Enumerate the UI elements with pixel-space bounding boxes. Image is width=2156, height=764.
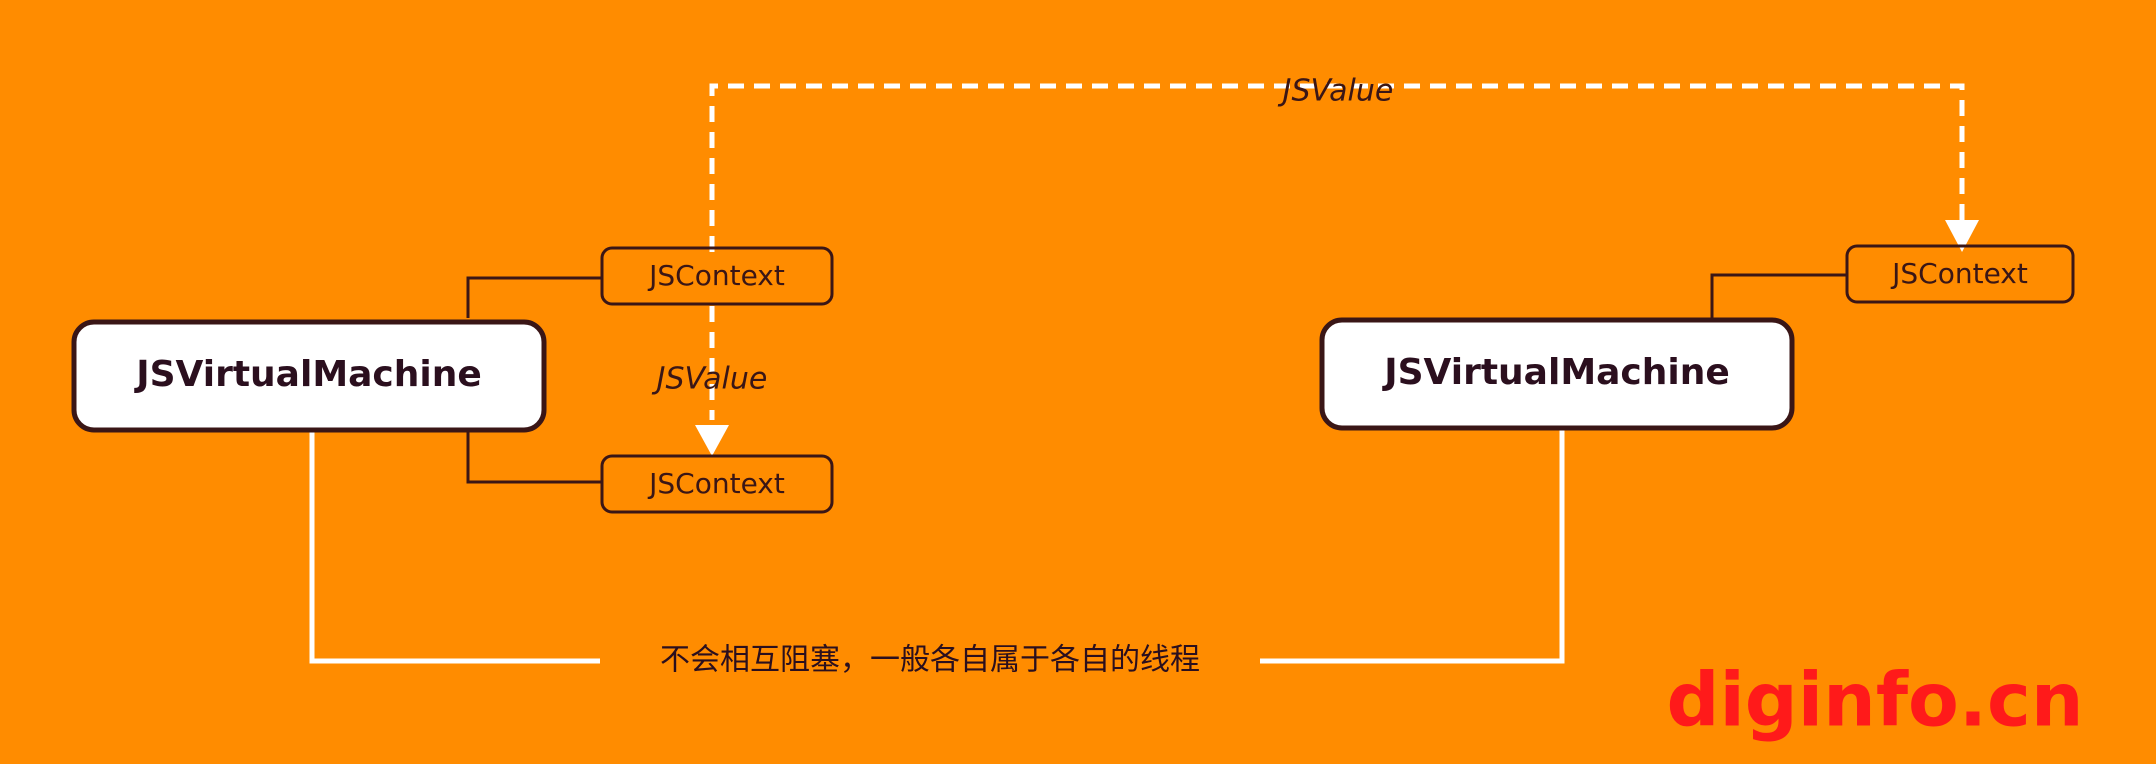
- left-context-bottom-label: JSContext: [647, 467, 785, 500]
- watermark: diginfo.cn: [1666, 658, 2083, 744]
- right-vm-box: [1319, 317, 1795, 431]
- local-value-label: JSValue: [652, 362, 768, 397]
- right-vm-label: JSVirtualMachine: [1381, 352, 1730, 393]
- left-vm-connector-bottom: [466, 430, 602, 484]
- right-context-box: [1845, 244, 2075, 304]
- cross-vm-value-arrowhead: [1945, 220, 1979, 252]
- thread-connector-right: [1260, 430, 1565, 664]
- left-vm-label: JSVirtualMachine: [133, 354, 482, 395]
- left-context-top-label: JSContext: [647, 259, 785, 292]
- right-vm-connector: [1710, 273, 1847, 318]
- thread-connector-left: [309, 432, 600, 664]
- right-context-label: JSContext: [1890, 257, 2028, 290]
- cross-value-label: JSValue: [1278, 74, 1394, 109]
- local-value-arrowhead: [695, 425, 729, 456]
- left-context-top-box: [600, 246, 834, 306]
- cross-vm-value-arrow: [709, 83, 1965, 252]
- thread-note: 不会相互阻塞，一般各自属于各自的线程: [660, 643, 1200, 678]
- left-vm-box: [71, 319, 547, 433]
- left-context-bottom-box: [600, 454, 834, 514]
- left-vm-connector-top: [466, 276, 602, 318]
